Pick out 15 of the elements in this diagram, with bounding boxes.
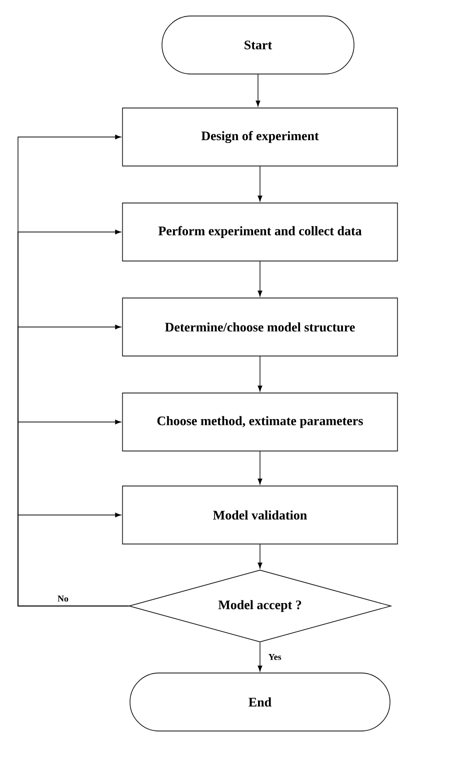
process-box: Choose method, extimate parameters [122,392,398,452]
process-box: Perform experiment and collect data [122,202,398,262]
arrow [258,166,262,202]
arrow [258,261,262,296]
arrow [258,544,262,568]
process-box: Determine/choose model structure [122,298,398,356]
process-box: Model validation [122,486,398,544]
arrow [258,356,262,392]
arrow [258,642,262,672]
edge-label: Yes [268,654,282,660]
edge-label: No [58,596,68,602]
feedback-arrow [18,512,129,606]
arrow [258,451,262,484]
arrow [256,74,260,106]
process-box: Design of experiment [122,108,398,166]
